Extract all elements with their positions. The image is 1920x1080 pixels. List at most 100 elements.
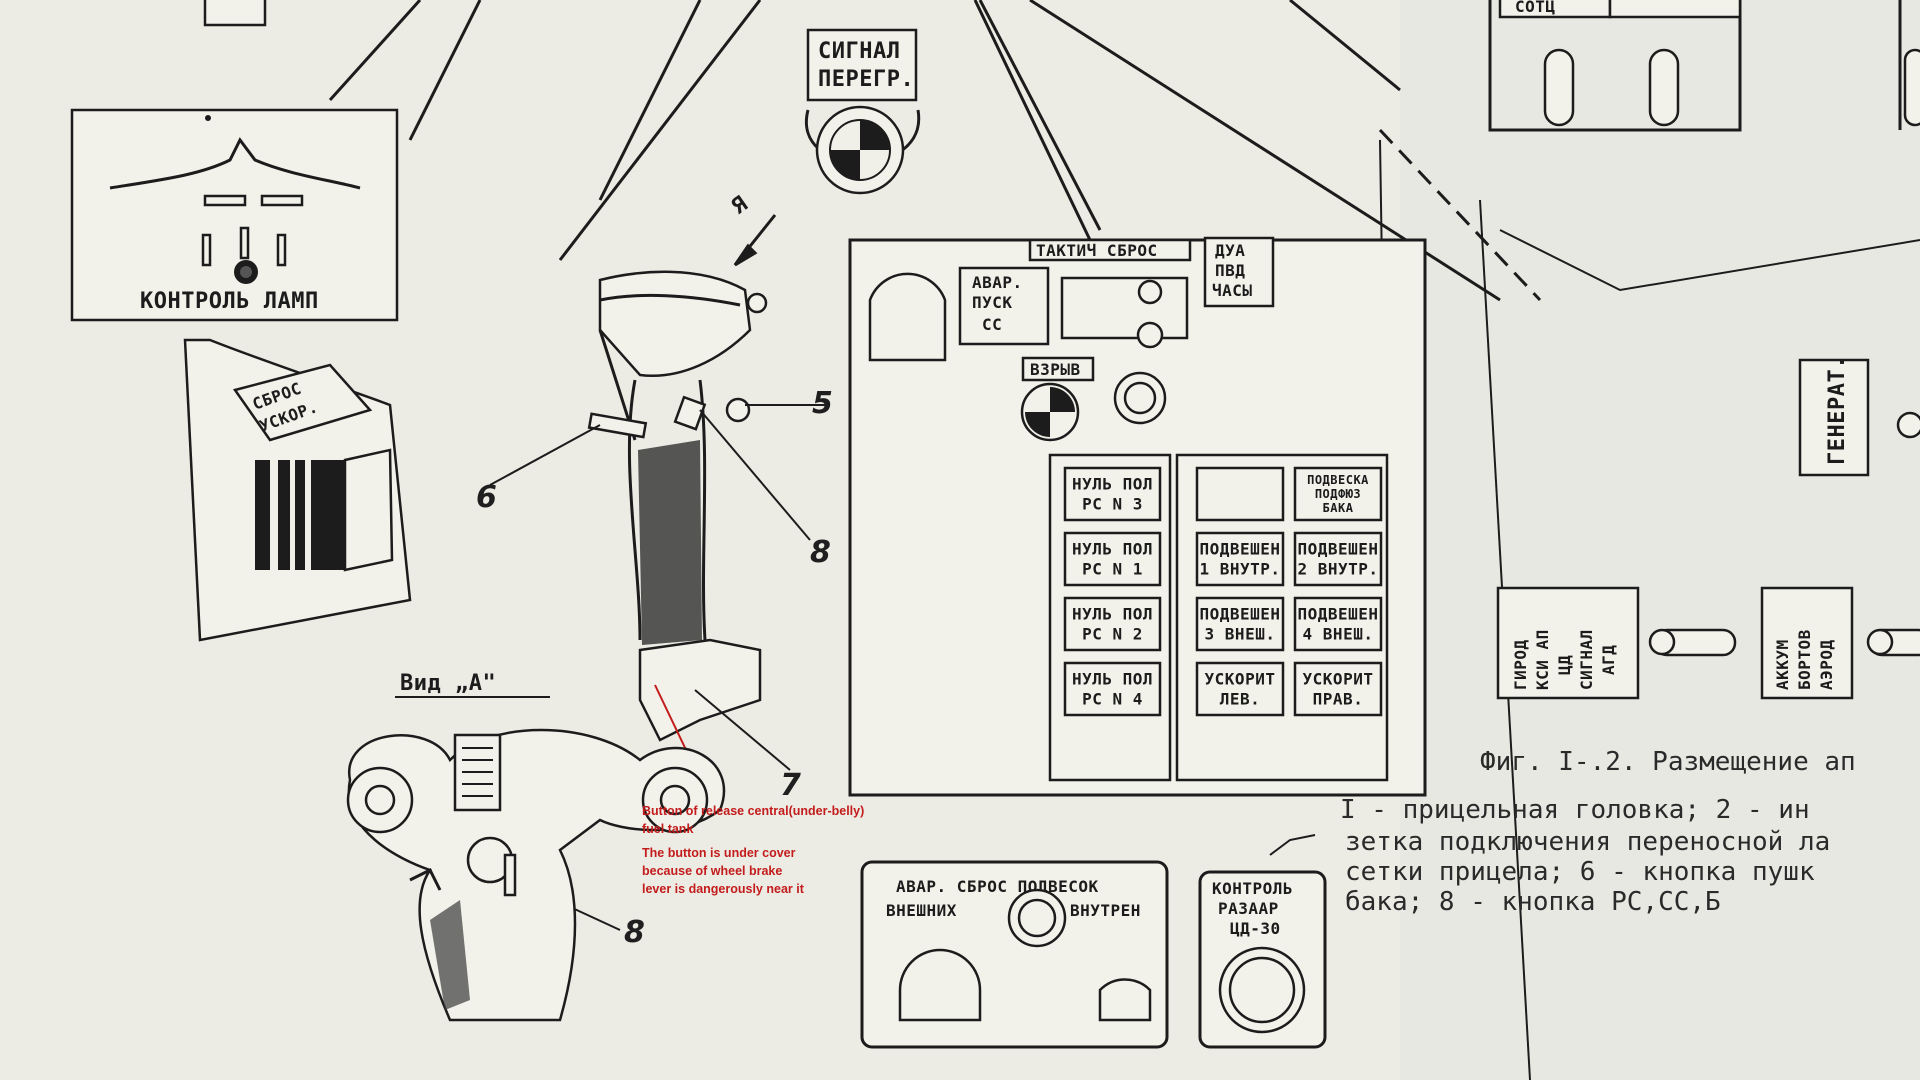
emergency-launch-label-3: СС (982, 315, 1002, 334)
dua-label-1: ДУА (1215, 241, 1245, 260)
panel-button-frame (1293, 661, 1383, 717)
radar-label-2: РАЗААР (1218, 899, 1279, 918)
panel-button-label: 1 ВНУТР. (1199, 559, 1280, 578)
tactical-release-label: ТАКТИЧ СБРОС (1036, 241, 1158, 260)
caption-line-5: бака; 8 - кнопка РС,СС,Б (1345, 887, 1721, 917)
panel-button-frame (1293, 531, 1383, 587)
panel-button-frame (1063, 466, 1162, 522)
caption-line-4: сетки прицела; 6 - кнопка пушк (1345, 857, 1815, 887)
panel-button-frame (1063, 531, 1162, 587)
gyro-label-1: ГИРОД (1511, 639, 1530, 690)
gyro-label-2: КСИ АП (1533, 629, 1552, 690)
caption-line-2: I - прицельная головка; 2 - ин (1340, 795, 1810, 825)
gyro-signal-block: ГИРОД КСИ АП ЦД СИГНАЛ АГД (1496, 586, 1737, 700)
panel-button-label: РС N 1 (1082, 559, 1143, 578)
panel-button-label: РС N 2 (1082, 624, 1143, 643)
emergency-release-panel: АВАР. СБРОС ПОДВЕСОК ВНЕШНИХ ВНУТРЕН (860, 860, 1169, 1049)
panel-button-label: 3 ВНЕШ. (1205, 624, 1276, 643)
panel-button-label: РС N 3 (1082, 494, 1143, 513)
panel-button-label: 4 ВНЕШ. (1303, 624, 1374, 643)
panel-button-frame (1195, 596, 1285, 652)
annotation-line-5: lever is dangerously near it (642, 882, 805, 896)
generator-label: ГЕНЕРАТ. (1825, 355, 1850, 465)
top-left-fragment (203, 0, 267, 27)
panel-button-label: ПОДВЕШЕН (1297, 539, 1378, 558)
top-switch-label: СОТЦ (1515, 0, 1556, 16)
gyro-label-3: ЦД (1555, 655, 1574, 675)
gyro-label-4: СИГНАЛ (1577, 629, 1596, 690)
annotation-line-2: fuel tank (642, 822, 693, 836)
emergency-release-internal: ВНУТРЕН (1070, 901, 1141, 920)
lamp-control-label: КОНТРОЛЬ ЛАМП (140, 289, 319, 314)
emergency-launch-label-2: ПУСК (972, 293, 1013, 312)
emergency-launch-label-1: АВАР. (972, 273, 1023, 292)
panel-button-frame (1063, 596, 1162, 652)
annotation-line-1: Button of release central(under-belly) (642, 804, 864, 818)
top-right-switches: СОТЦ (1488, 0, 1920, 132)
caption-line-3: зетка подключения переносной ла (1345, 827, 1830, 857)
panel-button-label: ПОДВЕШЕН (1297, 604, 1378, 623)
callout-6: 6 (476, 480, 497, 515)
panel-button-label: РС N 4 (1082, 689, 1143, 708)
callout-8-view: 8 (624, 915, 645, 950)
gyro-label-5: АГД (1599, 645, 1618, 675)
panel-button-label: 2 ВНУТР. (1297, 559, 1378, 578)
radar-control: КОНТРОЛЬ РАЗААР ЦД-30 (1198, 834, 1327, 1049)
radar-label-3: ЦД-30 (1230, 919, 1281, 938)
dua-label-3: ЧАСЫ (1212, 281, 1253, 300)
panel-button-label: НУЛЬ ПОЛ (1072, 604, 1153, 623)
battery-block: АККУМ БОРТОВ АЭРОД (1760, 586, 1920, 700)
battery-label-3: АЭРОД (1817, 639, 1836, 690)
emergency-release-title: АВАР. СБРОС ПОДВЕСОК (896, 877, 1099, 896)
panel-button-label: ПОДВЕШЕН (1199, 539, 1280, 558)
annotation-line-3: The button is under cover (642, 846, 796, 860)
emergency-release-external: ВНЕШНИХ (886, 901, 957, 920)
panel-button-label: УСКОРИТ (1205, 669, 1276, 688)
overload-label-1: СИГНАЛ (818, 39, 900, 64)
overload-label-2: ПЕРЕГР. (818, 67, 914, 92)
panel-button-label: НУЛЬ ПОЛ (1072, 669, 1153, 688)
battery-label-2: БОРТОВ (1795, 629, 1814, 690)
annotation-line-4: because of wheel brake (642, 864, 782, 878)
panel-button-frame (1195, 531, 1285, 587)
panel-button-label: ПОДВЕСКА (1307, 473, 1369, 487)
panel-button-label: ПОДФЮЗ (1315, 487, 1361, 501)
generator-switch: ГЕНЕРАТ. (1798, 355, 1920, 477)
figure-caption: Фиг. I-.2. Размещение ап I - прицельная … (1340, 747, 1856, 917)
panel-button-label: НУЛЬ ПОЛ (1072, 474, 1153, 493)
panel-button-label: ЛЕВ. (1220, 689, 1261, 708)
panel-button-label: УСКОРИТ (1303, 669, 1374, 688)
panel-button-label: БАКА (1323, 501, 1354, 515)
panel-button-frame (1293, 596, 1383, 652)
callout-7: 7 (780, 768, 801, 803)
view-a-detail: Вид „А" (346, 671, 726, 1022)
panel-button-frame (1195, 661, 1285, 717)
lamp-control-panel: КОНТРОЛЬ ЛАМП (70, 108, 399, 322)
panel-button[interactable] (1195, 466, 1285, 522)
radar-label-1: КОНТРОЛЬ (1212, 879, 1293, 898)
overload-signal: СИГНАЛ ПЕРЕГР. (804, 28, 921, 195)
booster-release-unit: СБРОС УСКОР. (183, 338, 412, 642)
battery-label-1: АККУМ (1773, 639, 1792, 690)
dua-label-2: ПВД (1215, 261, 1245, 280)
panel-button-frame (1195, 466, 1285, 522)
panel-button-frame (1293, 466, 1383, 522)
callout-5: 5 (812, 386, 833, 421)
panel-button-label: ПРАВ. (1313, 689, 1364, 708)
view-a-label: Вид „А" (400, 671, 496, 696)
callout-8-stick: 8 (810, 535, 831, 570)
panel-button-label: НУЛЬ ПОЛ (1072, 539, 1153, 558)
